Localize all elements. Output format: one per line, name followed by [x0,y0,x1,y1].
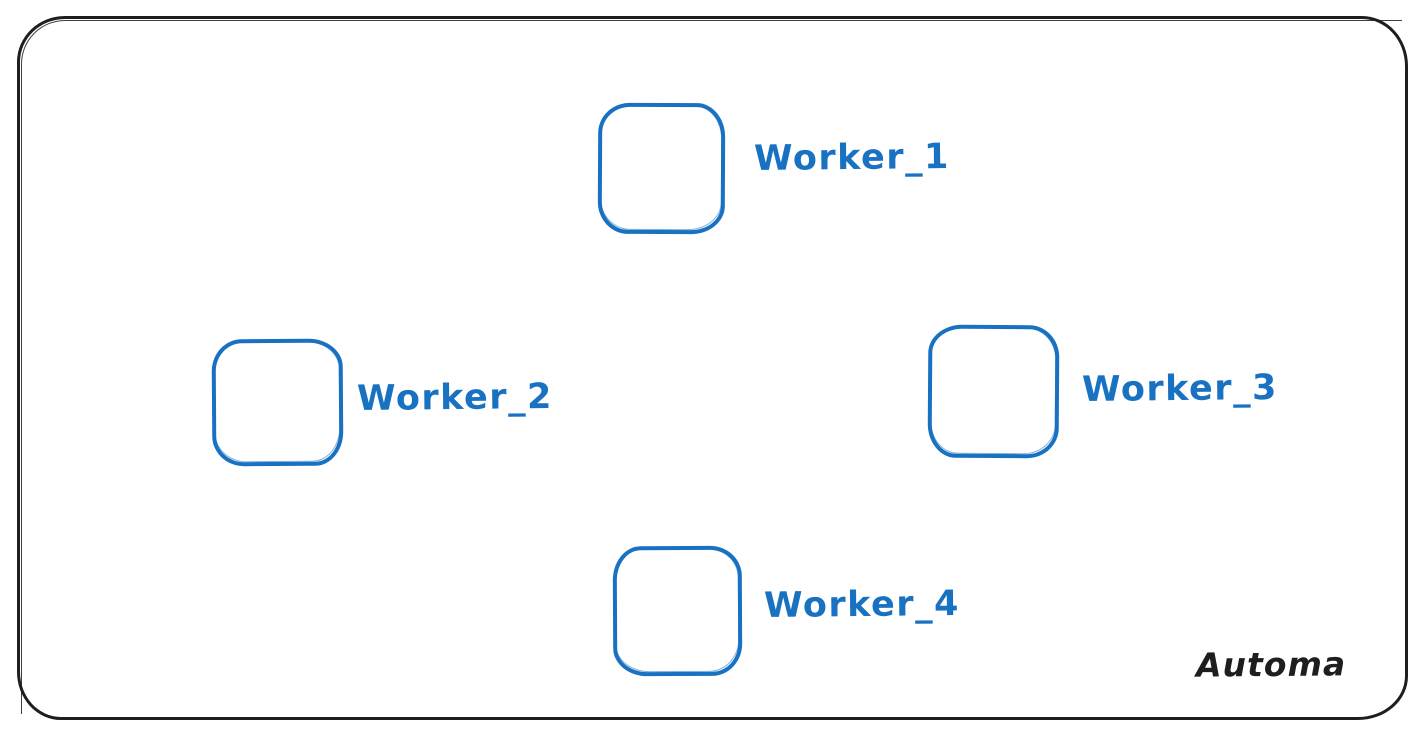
worker-1-label: Worker_1 [753,136,951,180]
worker-2-label: Worker_2 [356,376,554,420]
worker-4-label: Worker_4 [763,583,961,627]
diagram-outer-frame [17,16,1408,720]
worker-1-node-shape [597,102,726,235]
automa-watermark: Automa [1195,644,1347,685]
worker-3-label: Worker_3 [1081,367,1279,411]
worker-4-node-shape [612,545,743,677]
worker-2-node-shape [211,338,344,467]
worker-3-node-shape [927,324,1060,459]
